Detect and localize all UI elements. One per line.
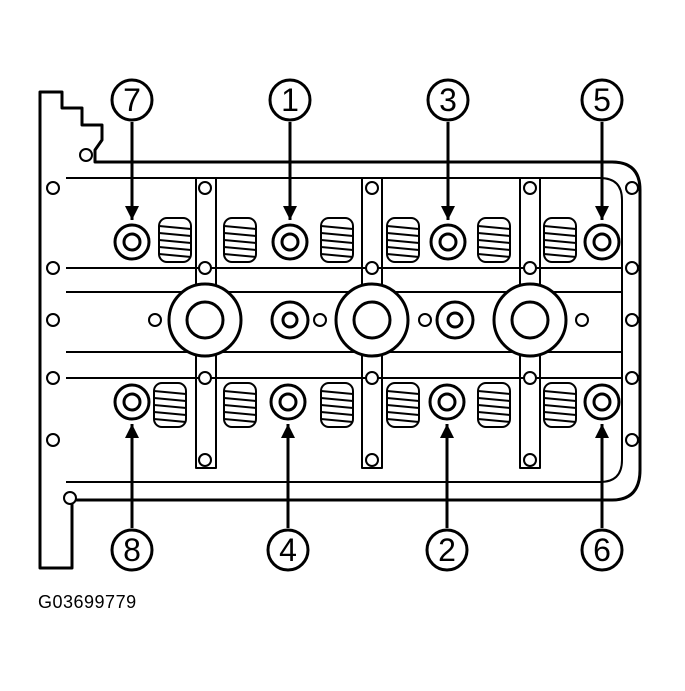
callout-label: 1 bbox=[281, 82, 299, 118]
cam-bearing-4 bbox=[270, 300, 310, 340]
valve-spring-3 bbox=[320, 217, 354, 263]
valve-spring-10 bbox=[386, 382, 420, 428]
hole-9 bbox=[625, 261, 639, 275]
hole-28 bbox=[575, 313, 589, 327]
hole-25 bbox=[148, 313, 162, 327]
hole-19 bbox=[365, 371, 379, 385]
callout-2: 2 bbox=[425, 424, 469, 572]
valve-spring-12 bbox=[543, 382, 577, 428]
hole-13 bbox=[198, 181, 212, 195]
hole-12 bbox=[625, 433, 639, 447]
hole-8 bbox=[625, 181, 639, 195]
valve-spring-4 bbox=[386, 217, 420, 263]
valve-spring-8 bbox=[223, 382, 257, 428]
head-outline bbox=[38, 90, 642, 570]
valve-spring-2 bbox=[223, 217, 257, 263]
callout-3: 3 bbox=[426, 78, 470, 220]
callout-label: 7 bbox=[123, 82, 141, 118]
valve-spring-1 bbox=[158, 217, 192, 263]
valve-spring-11 bbox=[477, 382, 511, 428]
callout-label: 6 bbox=[593, 532, 611, 568]
cam-bearing-2 bbox=[334, 282, 410, 358]
cam-bearing-3 bbox=[492, 282, 568, 358]
hole-26 bbox=[313, 313, 327, 327]
hole-17 bbox=[365, 181, 379, 195]
valve-spring-6 bbox=[543, 217, 577, 263]
head-bolt-5 bbox=[583, 223, 621, 261]
callout-1: 1 bbox=[268, 78, 312, 220]
hole-23 bbox=[523, 371, 537, 385]
hole-4 bbox=[46, 371, 60, 385]
callout-7: 7 bbox=[110, 78, 154, 220]
head-bolt-8 bbox=[113, 383, 151, 421]
hole-14 bbox=[198, 261, 212, 275]
hole-27 bbox=[418, 313, 432, 327]
head-bolt-4 bbox=[269, 383, 307, 421]
callout-6: 6 bbox=[580, 424, 624, 572]
hole-3 bbox=[46, 313, 60, 327]
head-bolt-6 bbox=[583, 383, 621, 421]
head-bolt-2 bbox=[428, 383, 466, 421]
hole-18 bbox=[365, 261, 379, 275]
hole-5 bbox=[46, 433, 60, 447]
hole-21 bbox=[523, 181, 537, 195]
valve-spring-9 bbox=[320, 382, 354, 428]
callout-label: 8 bbox=[123, 532, 141, 568]
callout-4: 4 bbox=[266, 424, 310, 572]
hole-24 bbox=[523, 453, 537, 467]
hole-2 bbox=[46, 261, 60, 275]
cam-bearing-1 bbox=[167, 282, 243, 358]
head-bolt-7 bbox=[113, 223, 151, 261]
hole-20 bbox=[365, 453, 379, 467]
callout-label: 5 bbox=[593, 82, 611, 118]
callout-label: 3 bbox=[439, 82, 457, 118]
callout-8: 8 bbox=[110, 424, 154, 572]
hole-16 bbox=[198, 453, 212, 467]
hole-10 bbox=[625, 313, 639, 327]
valve-spring-5 bbox=[477, 217, 511, 263]
valve-spring-7 bbox=[153, 382, 187, 428]
callout-5: 5 bbox=[580, 78, 624, 220]
callout-label: 4 bbox=[279, 532, 297, 568]
cam-bearing-5 bbox=[435, 300, 475, 340]
hole-7 bbox=[63, 491, 77, 505]
hole-1 bbox=[46, 181, 60, 195]
head-inner-outline bbox=[66, 177, 623, 483]
head-bolt-1 bbox=[271, 223, 309, 261]
figure-id-caption: G03699779 bbox=[38, 592, 137, 612]
callout-label: 2 bbox=[438, 532, 456, 568]
hole-22 bbox=[523, 261, 537, 275]
hole-15 bbox=[198, 371, 212, 385]
hole-6 bbox=[79, 148, 93, 162]
head-bolt-3 bbox=[429, 223, 467, 261]
hole-11 bbox=[625, 371, 639, 385]
